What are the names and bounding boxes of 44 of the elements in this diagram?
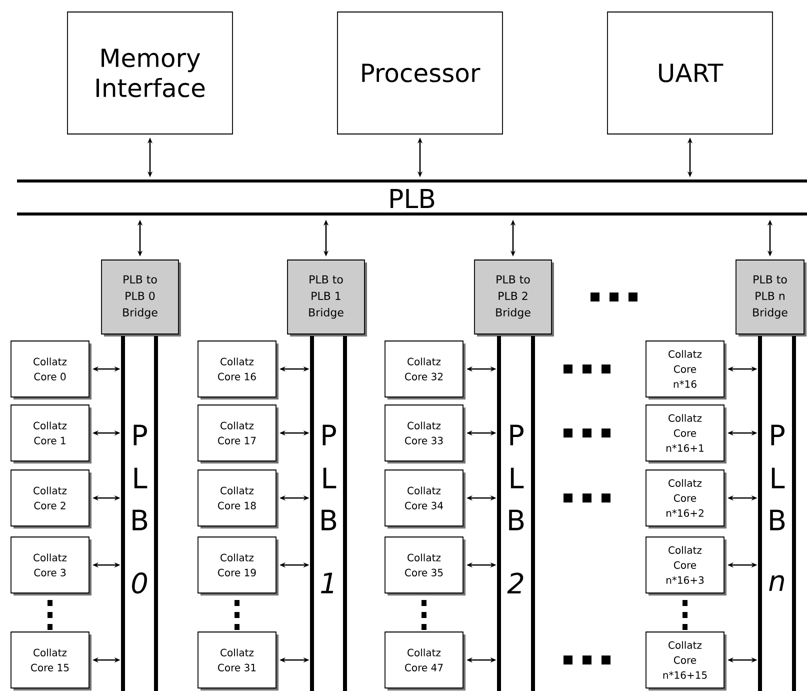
core-box: Collatz Core 47	[384, 632, 466, 690]
bus-label: B	[509, 510, 524, 530]
bus-label: B	[322, 510, 336, 530]
bus-label: B	[770, 510, 785, 530]
core-box: Collatz Core 17	[198, 404, 278, 464]
bridge-box: PLB to PLB 0 Bridge	[101, 260, 181, 336]
core-box: Collatz Core 2	[10, 470, 92, 528]
bus-label: B	[132, 510, 148, 530]
component-box: Processor	[337, 12, 503, 134]
component-box: Memory Interface	[67, 12, 233, 134]
bridge-box: PLB to PLB n Bridge	[736, 260, 806, 336]
bus-label: L	[510, 468, 524, 488]
core-box: Collatz Core n*16+3	[646, 536, 726, 596]
core-box: Collatz Core 3	[10, 536, 92, 596]
core-box: Collatz Core 33	[384, 404, 466, 464]
bus-label: 1	[320, 572, 334, 594]
core-box: Collatz Core n*16	[646, 340, 726, 400]
core-box: Collatz Core 31	[198, 632, 278, 690]
bus-label: P	[322, 424, 336, 446]
bus-label: L	[772, 468, 785, 488]
core-box: Collatz Core n*16+1	[646, 404, 726, 464]
bus-label: 2	[507, 572, 524, 594]
bus-label: n	[769, 575, 784, 591]
core-box: Collatz Core 32	[384, 340, 466, 400]
core-box: Collatz Core n*16+15	[646, 632, 726, 690]
bus-label: L	[323, 468, 336, 488]
core-box: Collatz Core 15	[10, 632, 92, 690]
bridge-box: PLB to PLB 2 Bridge	[474, 260, 554, 336]
core-box: Collatz Core 1	[10, 404, 92, 464]
bridge-box: PLB to PLB 1 Bridge	[287, 260, 367, 336]
core-box: Collatz Core 34	[384, 470, 466, 528]
bus-label: L	[134, 468, 148, 488]
core-box: Collatz Core 35	[384, 536, 466, 596]
core-box: Collatz Core 18	[198, 470, 278, 528]
component-box: UART	[607, 12, 773, 134]
bus-label: 0	[132, 572, 147, 594]
core-box: Collatz Core n*16+2	[646, 470, 726, 528]
bus-label: P	[134, 424, 147, 446]
bus: PLB	[17, 180, 807, 216]
bus-label: P	[510, 424, 524, 446]
core-box: Collatz Core 0	[10, 340, 92, 400]
core-box: Collatz Core 19	[198, 536, 278, 596]
core-box: Collatz Core 16	[198, 340, 278, 400]
bus-label: P	[771, 424, 784, 446]
